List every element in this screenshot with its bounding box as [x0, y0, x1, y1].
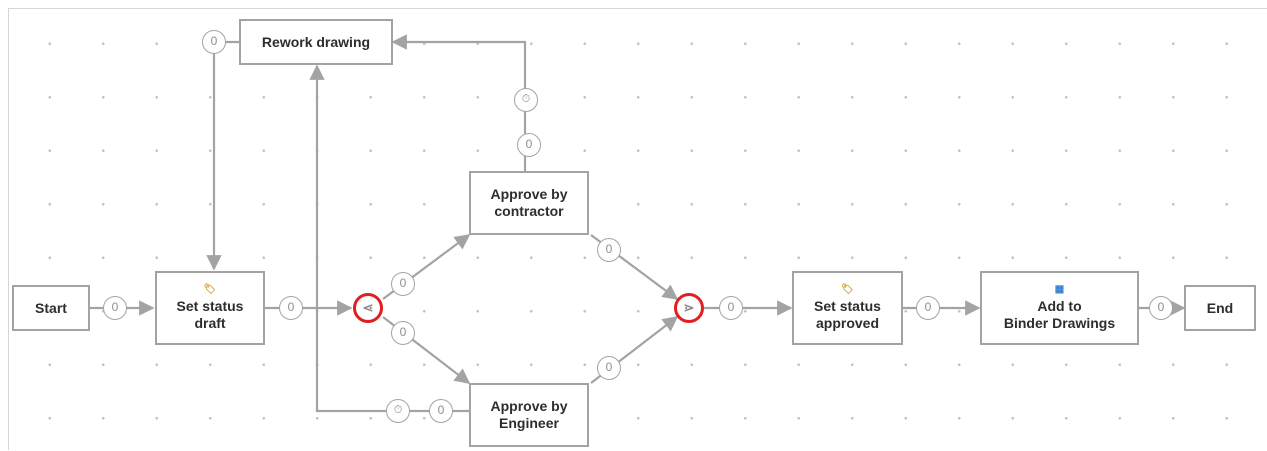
counter-contractor-reject[interactable]: 0 — [517, 133, 541, 157]
approve-by-engineer-node[interactable]: Approve by Engineer — [469, 383, 589, 447]
counter-approved[interactable]: 0 — [916, 296, 940, 320]
counter-split-up[interactable]: 0 — [391, 272, 415, 296]
set-status-draft-line1: Set status — [176, 298, 244, 314]
counter-draft[interactable]: 0 — [279, 296, 303, 320]
parallel-merge-gateway[interactable]: ⋗ — [674, 293, 704, 323]
rework-drawing-label: Rework drawing — [261, 33, 371, 50]
approve-engineer-line1: Approve by — [490, 398, 568, 414]
counter-split-down[interactable]: 0 — [391, 321, 415, 345]
approve-engineer-line2: Engineer — [499, 415, 559, 431]
counter-engineer-approve[interactable]: 0 — [597, 356, 621, 380]
binder-icon: ▦ — [1054, 284, 1065, 295]
edge-rework-draft — [206, 40, 239, 271]
approve-by-contractor-node[interactable]: Approve by contractor — [469, 171, 589, 235]
end-node[interactable]: End — [1184, 285, 1256, 331]
add-to-binder-node[interactable]: ▦ Add to Binder Drawings — [980, 271, 1139, 345]
counter-merge[interactable]: 0 — [719, 296, 743, 320]
workflow-canvas[interactable]: Start 🏷 Set status draft Rework drawing … — [8, 8, 1267, 450]
counter-start[interactable]: 0 — [103, 296, 127, 320]
split-icon: ⋖ — [362, 300, 374, 315]
rework-drawing-node[interactable]: Rework drawing — [239, 19, 393, 65]
set-status-approved-line1: Set status — [814, 298, 881, 314]
start-node[interactable]: Start — [12, 285, 90, 331]
status-icon: 🏷 — [841, 284, 854, 295]
status-icon: 🏷 — [203, 284, 217, 295]
approve-contractor-line2: contractor — [494, 203, 564, 219]
counter-engineer-reject[interactable]: 0 — [429, 399, 453, 423]
set-status-draft-line2: draft — [194, 315, 226, 331]
add-to-binder-line1: Add to — [1037, 298, 1082, 314]
parallel-split-gateway[interactable]: ⋖ — [353, 293, 383, 323]
edge-contractor-rework — [391, 34, 527, 171]
merge-icon: ⋗ — [683, 300, 695, 315]
counter-contractor-approve[interactable]: 0 — [597, 238, 621, 262]
timer-icon[interactable]: ⏱ — [386, 399, 410, 423]
counter-binder[interactable]: 0 — [1149, 296, 1173, 320]
set-status-draft-node[interactable]: 🏷 Set status draft — [155, 271, 265, 345]
approve-contractor-line1: Approve by — [490, 186, 568, 202]
counter-rework[interactable]: 0 — [202, 30, 226, 54]
start-label: Start — [35, 299, 67, 316]
add-to-binder-line2: Binder Drawings — [1003, 315, 1116, 331]
set-status-approved-node[interactable]: 🏷 Set status approved — [792, 271, 903, 345]
connector-lines — [89, 34, 1186, 413]
set-status-approved-line2: approved — [815, 315, 879, 331]
edge-engineer-rework — [309, 64, 469, 413]
timer-icon[interactable]: ⏱ — [514, 88, 538, 112]
end-label: End — [1206, 299, 1234, 316]
